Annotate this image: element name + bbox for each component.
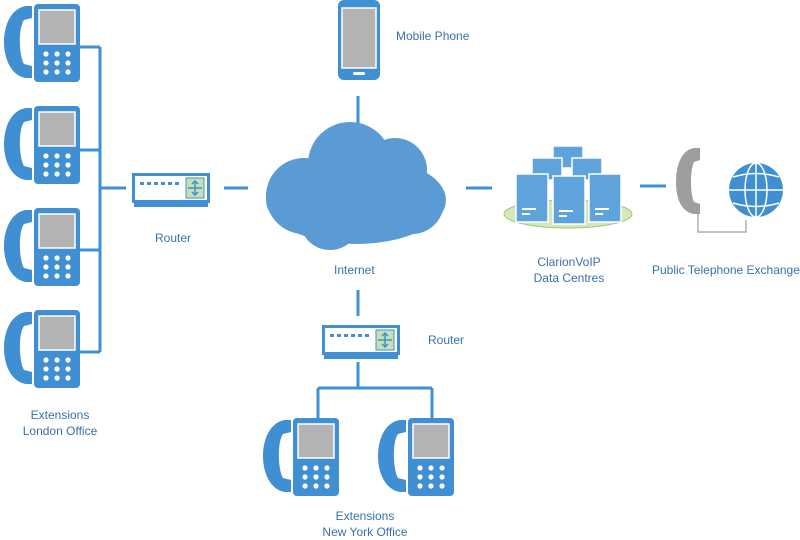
mobile-phone-icon [338,0,380,80]
new-york-bus-lines [316,362,434,418]
data-centres-label: ClarionVoIP Data Centres [533,255,605,285]
new-york-office-label: Extensions New York Office [322,509,408,539]
new-york-desk-phone-2 [377,417,455,497]
router-bottom-label: Router [428,333,465,347]
data-centre-icon [503,145,633,229]
mobile-phone-label: Mobile Phone [396,29,470,43]
london-desk-phone-4 [3,309,81,389]
router-left-label: Router [155,231,192,245]
public-exchange-icon [676,148,783,233]
london-desk-phone-3 [3,207,81,287]
dashed-connectors [224,96,666,316]
public-exchange-label: Public Telephone Exchange [652,263,800,277]
router-left-icon [131,172,211,208]
router-bottom-icon [321,324,401,360]
london-office-label: Extensions London Office [22,408,98,438]
london-desk-phone-2 [3,105,81,185]
internet-label: Internet [334,263,375,277]
london-bus-lines [80,45,126,354]
cloud-icon [266,122,446,250]
london-desk-phone-1 [3,3,81,83]
new-york-desk-phone-1 [262,417,340,497]
